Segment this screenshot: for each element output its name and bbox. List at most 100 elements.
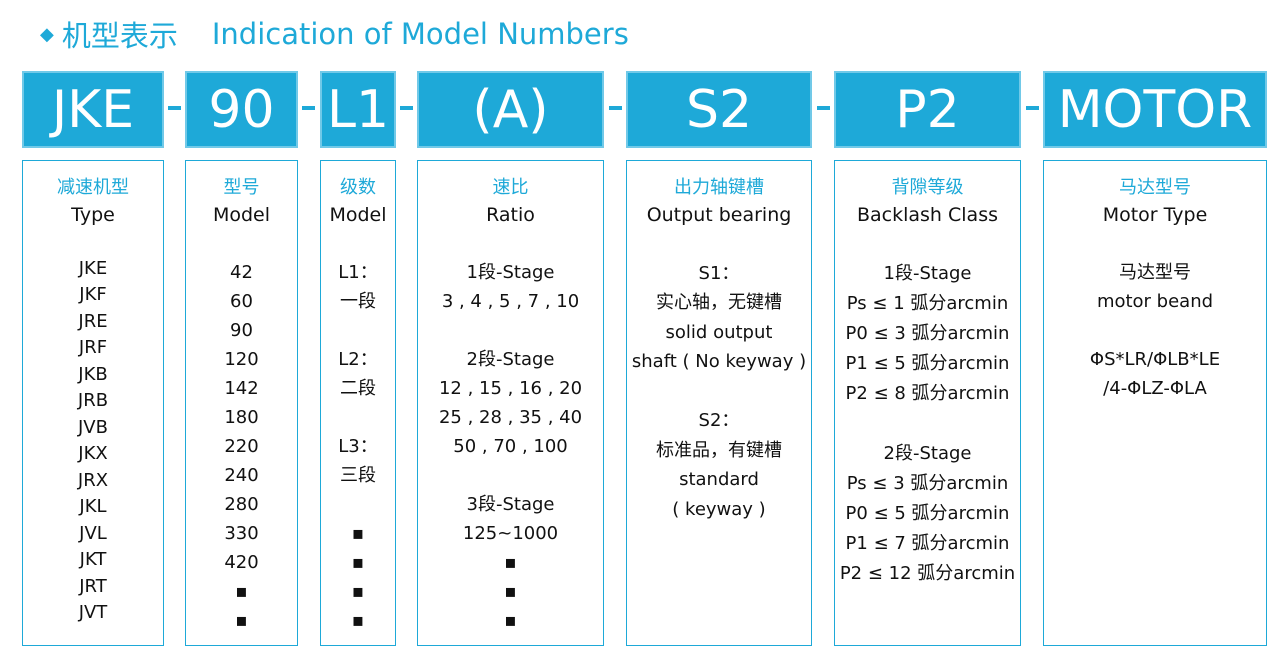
list-item: standard (679, 469, 759, 490)
list-item (627, 377, 811, 407)
ellipsis-dot: ▪ (235, 610, 248, 631)
column-heading-en: Model (212, 204, 271, 226)
list-item: 125~1000 (462, 523, 559, 544)
list-item: S2： (698, 410, 740, 431)
list-item: JRE (78, 310, 108, 332)
list-item (1044, 316, 1266, 345)
list-item: JRF (78, 337, 108, 358)
list-item (835, 409, 1020, 439)
ellipsis-dot: ▪ (504, 581, 517, 602)
column-heading-cn: 减速机型 (57, 177, 129, 198)
list-item: 25 , 28 , 35 , 40 (438, 407, 583, 428)
dash-separator-0 (168, 106, 181, 110)
list-item (627, 229, 811, 259)
list-item: JKL (79, 496, 107, 517)
list-item: 42 (230, 262, 253, 283)
list-item: solid output (665, 321, 773, 343)
list-item: JRB (77, 390, 109, 411)
list-item (186, 229, 297, 258)
list-item: JKT (79, 549, 107, 570)
column-heading-cn: 级数 (340, 177, 376, 198)
code-box-4: S2 (626, 71, 812, 148)
list-item: JRX (77, 469, 109, 491)
list-item: shaft ( No keyway ) (631, 351, 807, 372)
code-box-1: 90 (185, 71, 298, 148)
list-item: JKB (78, 363, 108, 385)
title-en: Indication of Model Numbers (211, 17, 629, 51)
dash-separator-2 (400, 106, 413, 110)
ellipsis-dot: ▪ (235, 581, 248, 602)
diamond-bullet-icon: ◆ (40, 23, 54, 45)
list-item: L1： (338, 262, 378, 283)
list-item: 50 , 70 , 100 (453, 436, 568, 457)
list-item (321, 403, 395, 432)
list-item: Ps ≤ 1 弧分arcmin (846, 293, 1009, 314)
list-item: 420 (224, 552, 259, 573)
spec-column-5: 背隙等级 Backlash Class 1段-Stage Ps ≤ 1 弧分arcmi… (834, 160, 1021, 646)
ellipsis-dot: ▪ (504, 552, 517, 573)
list-item: 1段-Stage (883, 263, 972, 284)
list-item: JKE (78, 257, 108, 279)
list-item: 实心轴，无键槽 (656, 292, 782, 313)
list-item (23, 229, 163, 256)
list-item: ΦS*LR/ΦLB*LE (1089, 349, 1221, 370)
list-item: 180 (224, 407, 259, 428)
column-heading-cn: 出力轴键槽 (674, 177, 764, 198)
dash-separator-1 (302, 106, 315, 110)
list-item: 330 (224, 523, 259, 544)
list-item: JVT (78, 602, 108, 623)
list-item: 3 , 4 , 5 , 7 , 10 (441, 291, 580, 312)
list-item: 3段-Stage (466, 494, 555, 515)
list-item: 1段-Stage (466, 262, 555, 283)
list-item: 60 (230, 291, 253, 312)
code-box-0: JKE (22, 71, 164, 148)
list-item: 2段-Stage (883, 443, 972, 464)
column-heading-cn: 速比 (492, 177, 529, 198)
list-item: 二段 (340, 378, 376, 399)
list-item (321, 316, 395, 345)
code-box-5: P2 (834, 71, 1021, 148)
list-item (418, 461, 603, 490)
column-heading-en: Type (71, 204, 115, 226)
list-item: P0 ≤ 3 弧分arcmin (845, 323, 1010, 344)
page-title: ◆ 机型表示 Indication of Model Numbers (40, 14, 629, 54)
list-item: 120 (224, 349, 259, 370)
list-item (1044, 229, 1266, 258)
ellipsis-dot: ▪ (351, 610, 365, 631)
list-item: JKF (79, 284, 107, 305)
column-heading-en: Ratio (486, 204, 535, 226)
column-heading-en: Model (329, 204, 387, 226)
column-heading-en: Motor Type (1102, 204, 1208, 226)
column-heading-cn: 背隙等级 (891, 177, 964, 198)
list-item: 一段 (340, 291, 376, 312)
list-item: motor beand (1096, 291, 1214, 312)
list-item: P2 ≤ 12 弧分arcmin (839, 563, 1016, 584)
dash-separator-3 (609, 106, 622, 110)
list-item (418, 229, 603, 258)
list-item: Ps ≤ 3 弧分arcmin (846, 473, 1009, 494)
list-item (418, 316, 603, 345)
dash-separator-5 (1026, 106, 1039, 110)
list-item: 三段 (340, 465, 376, 486)
ellipsis-dot: ▪ (351, 552, 365, 573)
list-item (321, 229, 395, 258)
list-item: 220 (224, 436, 259, 457)
list-item: 142 (224, 378, 259, 399)
ellipsis-dot: ▪ (351, 523, 365, 544)
list-item: ( keyway ) (672, 498, 766, 520)
column-heading-en: Backlash Class (856, 204, 998, 226)
column-heading-cn: 型号 (223, 177, 260, 198)
list-item: P1 ≤ 7 弧分arcmin (845, 533, 1010, 554)
list-item: 马达型号 (1119, 262, 1191, 283)
list-item: L3： (338, 436, 378, 457)
list-item: JKX (78, 443, 108, 464)
